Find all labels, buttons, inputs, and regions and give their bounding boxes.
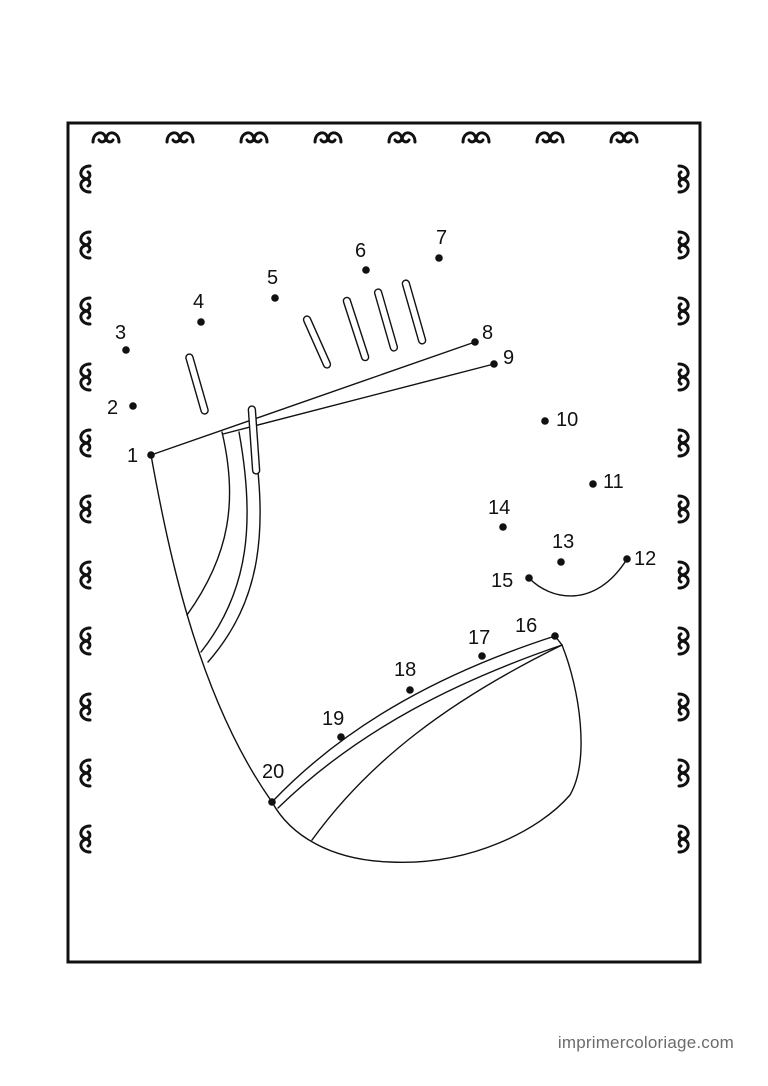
fur-stripe <box>342 296 370 362</box>
dot-3 <box>122 346 130 354</box>
border-curl <box>677 362 690 392</box>
border-curl <box>677 758 690 788</box>
dot-label-3: 3 <box>115 322 126 344</box>
dot-6 <box>362 266 370 274</box>
cuff-line-upper <box>150 341 476 456</box>
toe-outline <box>271 635 582 863</box>
dot-label-20: 20 <box>262 761 284 783</box>
dot-label-12: 12 <box>634 548 656 570</box>
dot-label-6: 6 <box>355 240 366 262</box>
border-curl <box>79 362 92 392</box>
border-curl <box>79 824 92 854</box>
dot-14 <box>499 523 507 531</box>
border-curl <box>677 230 690 260</box>
dot-label-7: 7 <box>436 227 447 249</box>
dot-label-13: 13 <box>552 531 574 553</box>
dot-1 <box>147 451 155 459</box>
toe-top-line-2 <box>277 644 563 809</box>
dot-19 <box>337 733 345 741</box>
dot-17 <box>478 652 486 660</box>
border-curl <box>609 131 639 144</box>
dot-label-14: 14 <box>488 497 510 519</box>
border-curl <box>165 131 195 144</box>
heel-arc <box>528 558 628 597</box>
border-curl <box>79 164 92 194</box>
border-curl <box>91 131 121 144</box>
dot-8 <box>471 338 479 346</box>
border-curl <box>313 131 343 144</box>
dot-label-11: 11 <box>603 471 624 493</box>
border-curl <box>79 560 92 590</box>
dot-4 <box>197 318 205 326</box>
dot-label-8: 8 <box>482 322 493 344</box>
site-watermark: imprimercoloriage.com <box>557 1033 734 1052</box>
dot-label-18: 18 <box>394 659 416 681</box>
fur-stripe <box>247 405 261 475</box>
border-curl <box>677 560 690 590</box>
dot-12 <box>623 555 631 563</box>
cuff-line-lower <box>222 363 495 435</box>
border-curl <box>535 131 565 144</box>
leg-inner-curve-a <box>186 431 231 616</box>
leg-left-outline <box>150 454 273 803</box>
dot-label-10: 10 <box>556 409 578 431</box>
dot-label-15: 15 <box>491 570 513 592</box>
border-curl <box>79 692 92 722</box>
border-curl <box>677 428 690 458</box>
leg-inner-curve-b <box>200 431 248 653</box>
dot-15 <box>525 574 533 582</box>
border-curl <box>677 692 690 722</box>
border-curl <box>239 131 269 144</box>
dot-label-16: 16 <box>515 615 537 637</box>
border-curl <box>677 824 690 854</box>
dot-9 <box>490 360 498 368</box>
border-curl <box>79 230 92 260</box>
dot-20 <box>268 798 276 806</box>
dot-label-2: 2 <box>107 397 118 419</box>
decorative-border <box>79 131 690 854</box>
border-curl <box>677 626 690 656</box>
dot-label-4: 4 <box>193 291 204 313</box>
dot-11 <box>589 480 597 488</box>
fur-stripes <box>185 279 427 475</box>
toe-divider <box>311 644 563 841</box>
border-curl <box>387 131 417 144</box>
dot-16 <box>551 632 559 640</box>
border-curl <box>677 164 690 194</box>
dot-2 <box>129 402 137 410</box>
fur-stripe <box>401 279 427 345</box>
border-curl <box>79 758 92 788</box>
border-curl <box>461 131 491 144</box>
border-curl <box>79 296 92 326</box>
page-frame <box>66 121 702 964</box>
dot-label-9: 9 <box>503 347 514 369</box>
fur-stripe <box>373 288 399 352</box>
dot-18 <box>406 686 414 694</box>
border-curl <box>677 296 690 326</box>
border-curl <box>79 428 92 458</box>
dot-label-19: 19 <box>322 708 344 730</box>
dot-13 <box>557 558 565 566</box>
dot-7 <box>435 254 443 262</box>
toe-top-line <box>271 635 556 803</box>
dot-label-17: 17 <box>468 627 490 649</box>
border-curl <box>79 494 92 524</box>
dot-label-1: 1 <box>127 445 138 467</box>
dot-label-5: 5 <box>267 267 278 289</box>
border-curl <box>79 626 92 656</box>
dot-10 <box>541 417 549 425</box>
fur-stripe <box>185 353 209 415</box>
border-curl <box>677 494 690 524</box>
dot-5 <box>271 294 279 302</box>
fur-stripe <box>302 315 332 369</box>
